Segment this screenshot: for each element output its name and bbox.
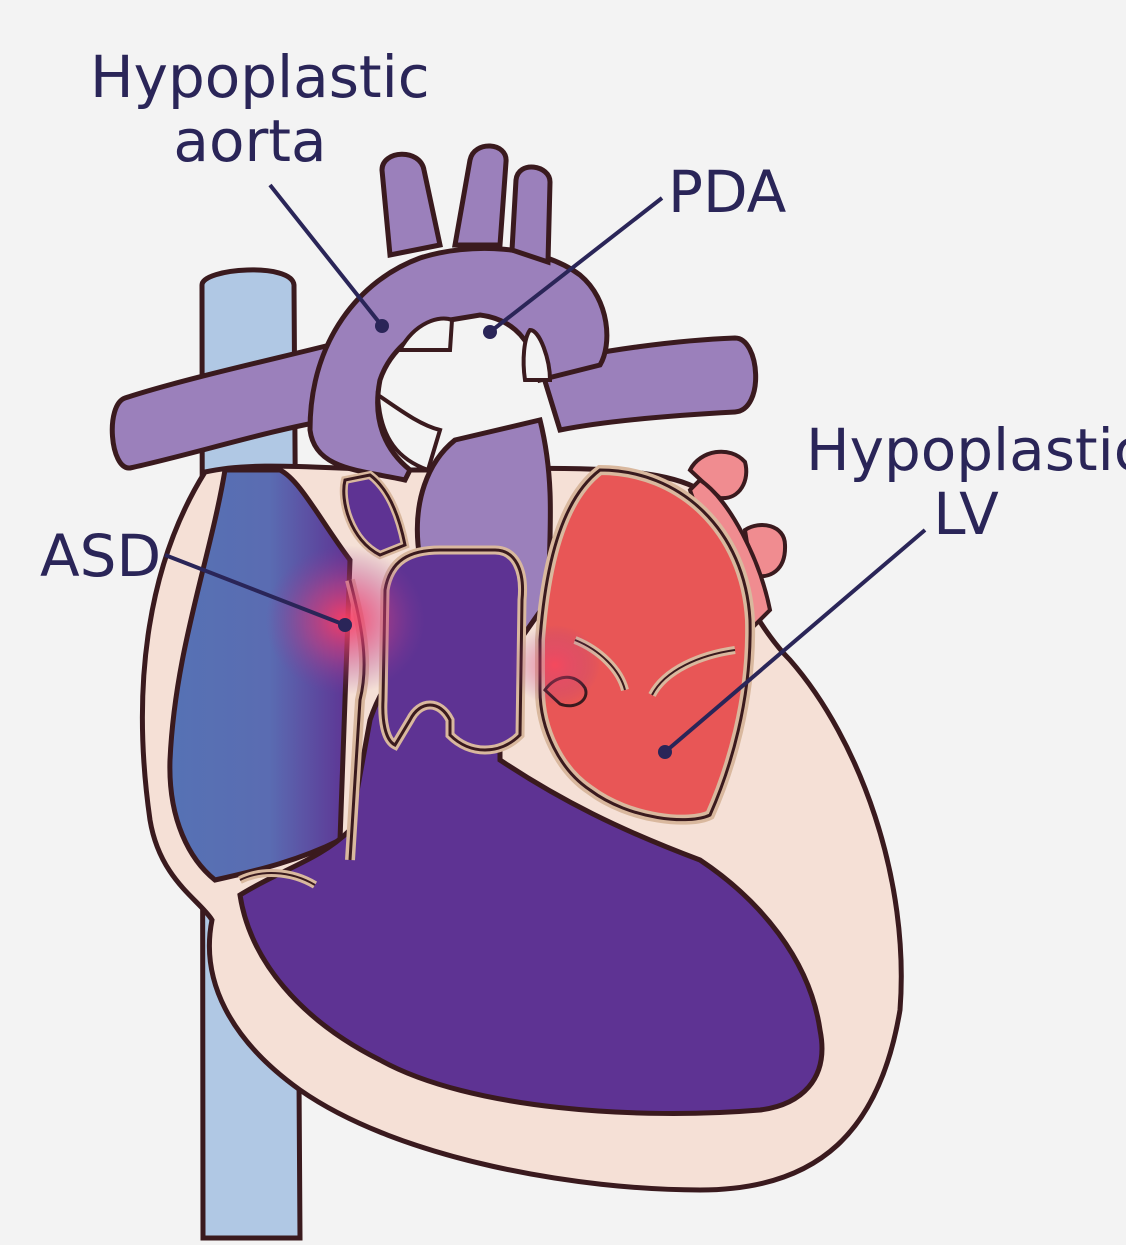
label-hypoplastic-lv: Hypoplastic LV xyxy=(806,418,1126,546)
label-hypoplastic-aorta: Hypoplastic aorta xyxy=(90,45,410,173)
label-hypoplastic-aorta-line1: Hypoplastic xyxy=(90,45,410,109)
label-hypoplastic-aorta-line2: aorta xyxy=(90,109,410,173)
label-pda: PDA xyxy=(668,160,788,224)
marker-hypoplastic-aorta xyxy=(375,319,389,333)
marker-pda xyxy=(483,325,497,339)
lv-outflow-glow xyxy=(510,625,600,705)
label-hypoplastic-lv-line1: Hypoplastic xyxy=(806,418,1126,482)
carotid-artery xyxy=(455,146,506,245)
label-hypoplastic-lv-line2: LV xyxy=(806,482,1126,546)
marker-asd xyxy=(338,618,352,632)
subclavian-artery xyxy=(512,167,550,262)
marker-hypoplastic-lv xyxy=(658,745,672,759)
label-asd: ASD xyxy=(40,524,160,588)
